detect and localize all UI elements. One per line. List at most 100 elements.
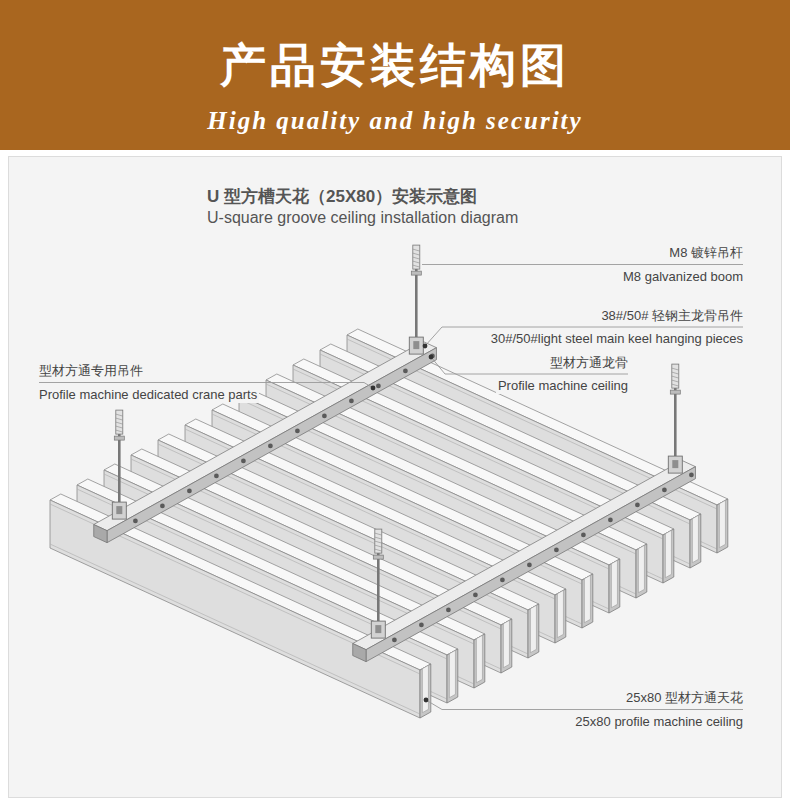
leader-dot [429,355,434,360]
clip-slot [375,625,381,633]
slogan: High quality and high security [205,106,584,135]
thread-line [672,372,679,374]
slat-end [501,619,512,673]
keel-hole [322,414,327,419]
thread-line [116,422,123,424]
keel-end [94,525,107,543]
rod-thread [672,364,679,388]
slat-end [663,529,674,583]
profile-keel [94,342,437,543]
keel-top [94,342,437,531]
keel-hole [187,489,192,494]
keel-front [366,467,695,662]
keel-hole [608,518,613,523]
part-label: 25x80 型材方通天花 [624,689,745,706]
keel-hole [689,473,694,478]
keel-hole [241,459,246,464]
keel-hole [446,608,451,613]
keel-hole [473,593,478,598]
thread-line [375,545,382,547]
diagram-heading: U 型方槽天花（25X80）安装示意图 [205,186,479,207]
label-slot: 30#/50#light steel main keel hanging pie… [489,329,745,347]
title-slot: 产品安装结构图 [0,38,790,92]
leader-dot [371,386,376,391]
keel-hole [554,548,559,553]
thread-line [413,249,420,251]
hanging-clip [371,621,385,638]
hanger-assembly [409,245,423,354]
thread-line [672,384,679,386]
clip-slot [413,341,419,349]
keel-hole [419,623,424,628]
thread-line [672,380,679,382]
slat-side [50,500,420,718]
diagram-heading: U-square groove ceiling installation dia… [205,208,520,228]
slat-end-groove [665,530,671,577]
slat-end-groove [692,515,698,562]
hanging-clip [409,337,423,354]
rod-thread [116,410,123,434]
keel-hole [527,563,532,568]
thread-line [116,414,123,416]
keel-hole [376,384,381,389]
label-slot: M8 镀锌吊杆 [667,243,745,261]
leader-line [422,264,743,265]
keel-hole [635,503,640,508]
keel-top [353,461,696,650]
rod-nut [114,436,124,440]
slat-end [528,604,539,658]
thread-line [116,418,123,420]
thread-line [413,261,420,263]
part-label: M8 镀锌吊杆 [667,244,745,261]
thread-line [413,253,420,255]
rod-nut [373,555,383,559]
slat-end-groove [476,635,482,682]
slat-end-groove [557,590,563,637]
rod-thread [375,529,382,553]
hanging-clip [112,502,126,519]
rod-thread [413,245,420,269]
label-slot: Profile machine ceiling [496,376,630,394]
part-label: 30#/50#light steel main keel hanging pie… [489,330,745,347]
rod-nut [411,271,421,275]
thread-line [413,265,420,267]
thread-line [375,549,382,551]
thread-line [375,541,382,543]
keel-hole [581,533,586,538]
slat-end [636,544,647,598]
clip-slot [672,460,678,468]
keel-hole [403,369,408,374]
slat-end-groove [449,650,455,697]
label-slot: Profile machine dedicated crane parts [37,385,259,403]
part-label: Profile machine ceiling [496,377,630,394]
profile-keel [353,461,696,662]
slat-end [609,559,620,613]
label-slot: U-square groove ceiling installation dia… [205,208,520,228]
slat-end-groove [584,575,590,622]
keel-hole [349,399,354,404]
part-label: 型材方通龙骨 [548,354,630,371]
slat-end [474,634,485,688]
rod-nut [670,390,680,394]
slat-end-groove [638,545,644,592]
keel-hole [268,444,273,449]
leader [422,264,743,265]
label-slot: 型材方通专用吊件 [37,361,145,379]
slat-end-groove [503,620,509,667]
keel-hole [133,519,138,524]
slat-end [447,649,458,703]
slat-end-groove [530,605,536,652]
keel-front [107,348,436,543]
slat-end [420,664,431,718]
slat-end-groove [611,560,617,607]
thread-line [116,426,123,428]
thread-line [672,368,679,370]
hanger-assembly [668,364,682,473]
part-label: 型材方通专用吊件 [37,362,145,379]
hanging-clip [668,456,682,473]
slat-end-groove [719,500,725,547]
label-slot: 25x80 型材方通天花 [624,688,745,706]
keel-hole [160,504,165,509]
thread-line [116,430,123,432]
